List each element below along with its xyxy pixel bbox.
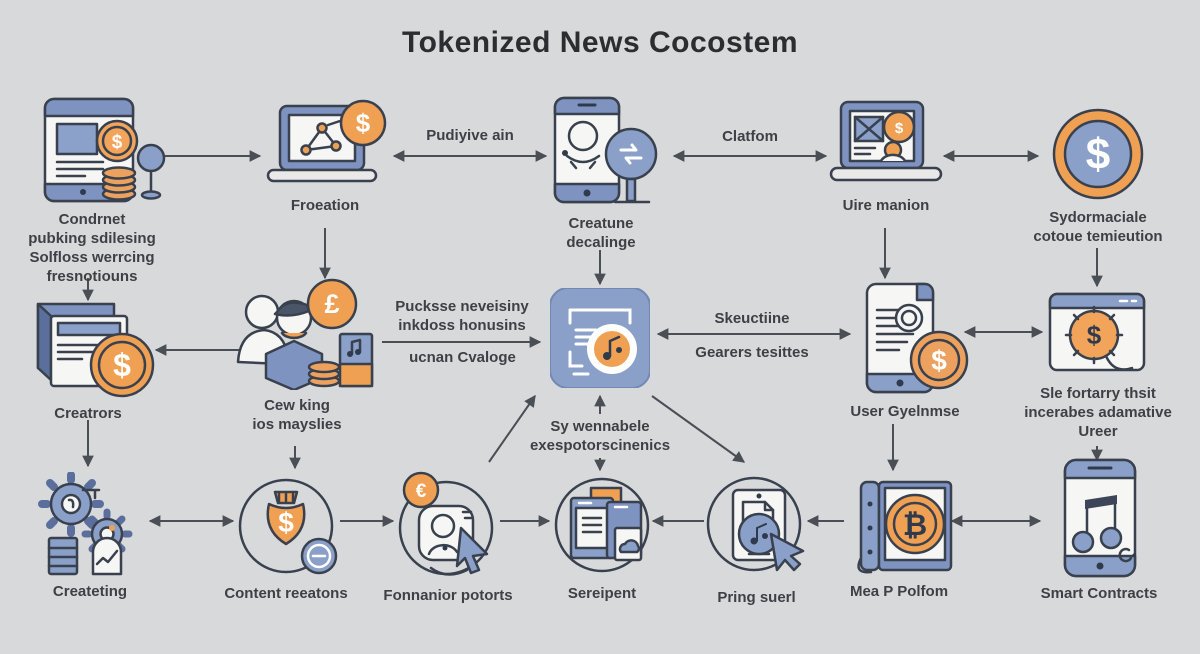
laptop-media-coin-icon: $ [829, 100, 943, 182]
stacked-documents-coin-icon: $ [36, 302, 155, 398]
node-creatrors-label: Creatrors [54, 405, 122, 422]
svg-text:€: € [415, 481, 426, 502]
node-uire-label: Uire manion [842, 197, 930, 214]
diagram-title: Tokenized News Cocostem [401, 26, 799, 59]
node-froeation: $ Froeation [260, 98, 390, 215]
news-music-app-icon [550, 288, 650, 388]
node-cewking: £ Cew king ios mayslies [228, 276, 374, 434]
node-content-label: Content reeatons [224, 585, 348, 602]
node-user: $ User Gyelnmse [843, 282, 969, 421]
svg-text:$: $ [113, 347, 131, 383]
arrow-label-skeuctiine: Skeuctiine [714, 310, 790, 327]
node-user-label: User Gyelnmse [850, 403, 960, 420]
svg-text:$: $ [356, 108, 371, 138]
node-publisher: $ Condrnet pubking sdilesing Solfloss we… [8, 96, 176, 286]
svg-text:$: $ [895, 120, 904, 137]
arrow-label-gearers: Gearers tesittes [695, 344, 809, 361]
node-smart: Smart Contracts [1034, 458, 1164, 603]
svg-text:$: $ [112, 132, 123, 153]
laptop-network-coin-icon: $ [266, 99, 387, 183]
node-pring-label: Pring suerl [717, 589, 796, 606]
arrow-label-sywennabele: Sy wennabele exespotorscinenics [529, 418, 671, 454]
phone-document-coin-icon: $ [865, 282, 969, 394]
tablet-publishing-icon: $ [43, 97, 166, 203]
arrow-label-ucnan: ucnan Cvaloge [409, 349, 516, 366]
node-slefortarry-label: Sle fortarry thsit incerabes adamative U… [1024, 385, 1172, 440]
arrow-label-pudiyive: Pudiyive ain [426, 127, 514, 144]
node-createting-label: Createting [52, 583, 128, 600]
node-uire: $ Uire manion [820, 98, 952, 215]
node-content: $ Content reeatons [216, 474, 356, 603]
arrow-label-pucksse: Pucksse neveisiny inkdoss honusins [395, 298, 529, 334]
browser-gear-coin-icon: $ [1048, 292, 1146, 372]
node-sydormaciale-label: Sydormaciale cotoue temieution [1033, 209, 1163, 245]
node-sydormaciale: $ Sydormaciale cotoue temieution [1028, 106, 1168, 246]
node-createting: Createting [28, 472, 152, 601]
node-meap: ₿ Mea P Polfom [840, 476, 958, 601]
node-creatrors: $ Creatrors [12, 296, 164, 423]
svg-text:₿: ₿ [903, 509, 927, 542]
node-pring: Pring suerl [699, 470, 814, 607]
node-fonnanior-label: Fonnanior potorts [383, 587, 513, 604]
svg-text:$: $ [1086, 130, 1110, 179]
gears-document-icon [38, 472, 133, 576]
phone-person-swap-icon [553, 96, 658, 204]
node-creatune: Creatune decalinge [542, 96, 660, 252]
node-smart-label: Smart Contracts [1040, 585, 1158, 602]
node-publisher-label: Condrnet pubking sdilesing Solfloss werr… [28, 211, 156, 285]
phone-music-icon [1063, 458, 1137, 578]
node-sereipent-label: Sereipent [567, 585, 637, 602]
node-slefortarry: $ Sle fortarry thsit incerabes adamative… [1023, 290, 1173, 441]
node-cewking-label: Cew king ios mayslies [252, 397, 342, 433]
svg-text:$: $ [931, 345, 947, 376]
tablet-cursor-circle-icon [706, 476, 804, 572]
screens-cloud-circle-icon [554, 477, 650, 573]
people-pound-coin-icon: £ [236, 278, 374, 390]
shield-dollar-circle-icon: $ [238, 478, 338, 575]
node-froeation-label: Froeation [290, 197, 360, 214]
large-dollar-coin-icon: $ [1052, 108, 1144, 200]
svg-text:$: $ [1087, 320, 1102, 350]
arrow-label-clatfom: Clatfom [722, 128, 778, 145]
node-center-app [548, 288, 652, 388]
ledger-bitcoin-icon: ₿ [857, 480, 953, 574]
svg-text:$: $ [278, 507, 294, 538]
node-sereipent: Sereipent [547, 472, 657, 603]
svg-text:£: £ [324, 289, 339, 319]
node-creatune-label: Creatune decalinge [566, 215, 636, 251]
node-fonnanior: € Fonnanior potorts [378, 470, 518, 605]
node-meap-label: Mea P Polfom [849, 583, 949, 600]
avatar-pointer-circle-icon: € [398, 471, 493, 576]
